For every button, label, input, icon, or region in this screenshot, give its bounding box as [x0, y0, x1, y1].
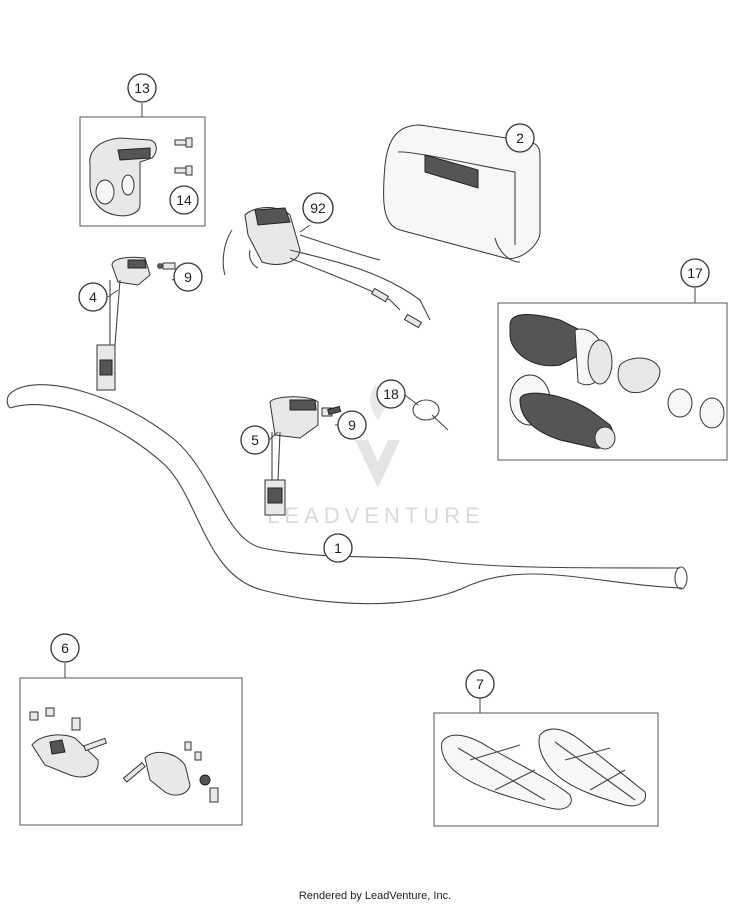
lever-mount-group	[19, 677, 243, 826]
watermark-logo-icon	[355, 440, 400, 488]
svg-text:92: 92	[310, 200, 326, 216]
callout-5: 5	[240, 425, 270, 455]
handlebar-part	[6, 384, 688, 605]
callout-6: 6	[50, 633, 80, 663]
hand-guard-group	[433, 712, 659, 827]
cable-tie-part	[412, 399, 449, 431]
svg-text:17: 17	[687, 265, 703, 281]
svg-text:2: 2	[516, 130, 524, 146]
svg-text:14: 14	[176, 192, 192, 208]
bolt-icon	[174, 137, 193, 176]
screw-9-part	[327, 405, 342, 416]
svg-text:6: 6	[61, 640, 69, 656]
callout-9-lower: 9	[337, 410, 367, 440]
callout-2: 2	[505, 123, 535, 153]
svg-text:7: 7	[476, 676, 484, 692]
svg-text:1: 1	[334, 540, 342, 556]
switch-4-part	[96, 256, 176, 391]
svg-text:18: 18	[383, 386, 399, 402]
callout-7: 7	[465, 669, 495, 699]
watermark-text: LEADVENTURE	[267, 503, 485, 528]
callout-17: 17	[680, 258, 710, 288]
svg-text:9: 9	[184, 269, 192, 285]
callout-1: 1	[323, 533, 353, 563]
svg-text:13: 13	[134, 80, 150, 96]
callout-14: 14	[169, 185, 199, 215]
grip-set-box	[497, 302, 728, 461]
handlebar-pad-part	[383, 124, 541, 263]
callout-13: 13	[127, 73, 157, 103]
switch-5-part	[264, 396, 333, 516]
callout-9-upper: 9	[173, 262, 203, 292]
throttle-assembly-part	[222, 207, 431, 329]
lever-mount-box	[19, 677, 243, 826]
svg-text:4: 4	[89, 289, 97, 305]
callout-92: 92	[302, 192, 334, 224]
footer-credit: Rendered by LeadVenture, Inc.	[298, 890, 452, 902]
leadventure-watermark: LEADVENTURE	[267, 385, 485, 528]
svg-text:5: 5	[251, 432, 259, 448]
callout-18: 18	[376, 379, 406, 409]
svg-text:9: 9	[348, 417, 356, 433]
grip-set-group	[497, 302, 728, 461]
hand-guard-box	[433, 712, 659, 827]
callout-4: 4	[78, 282, 108, 312]
